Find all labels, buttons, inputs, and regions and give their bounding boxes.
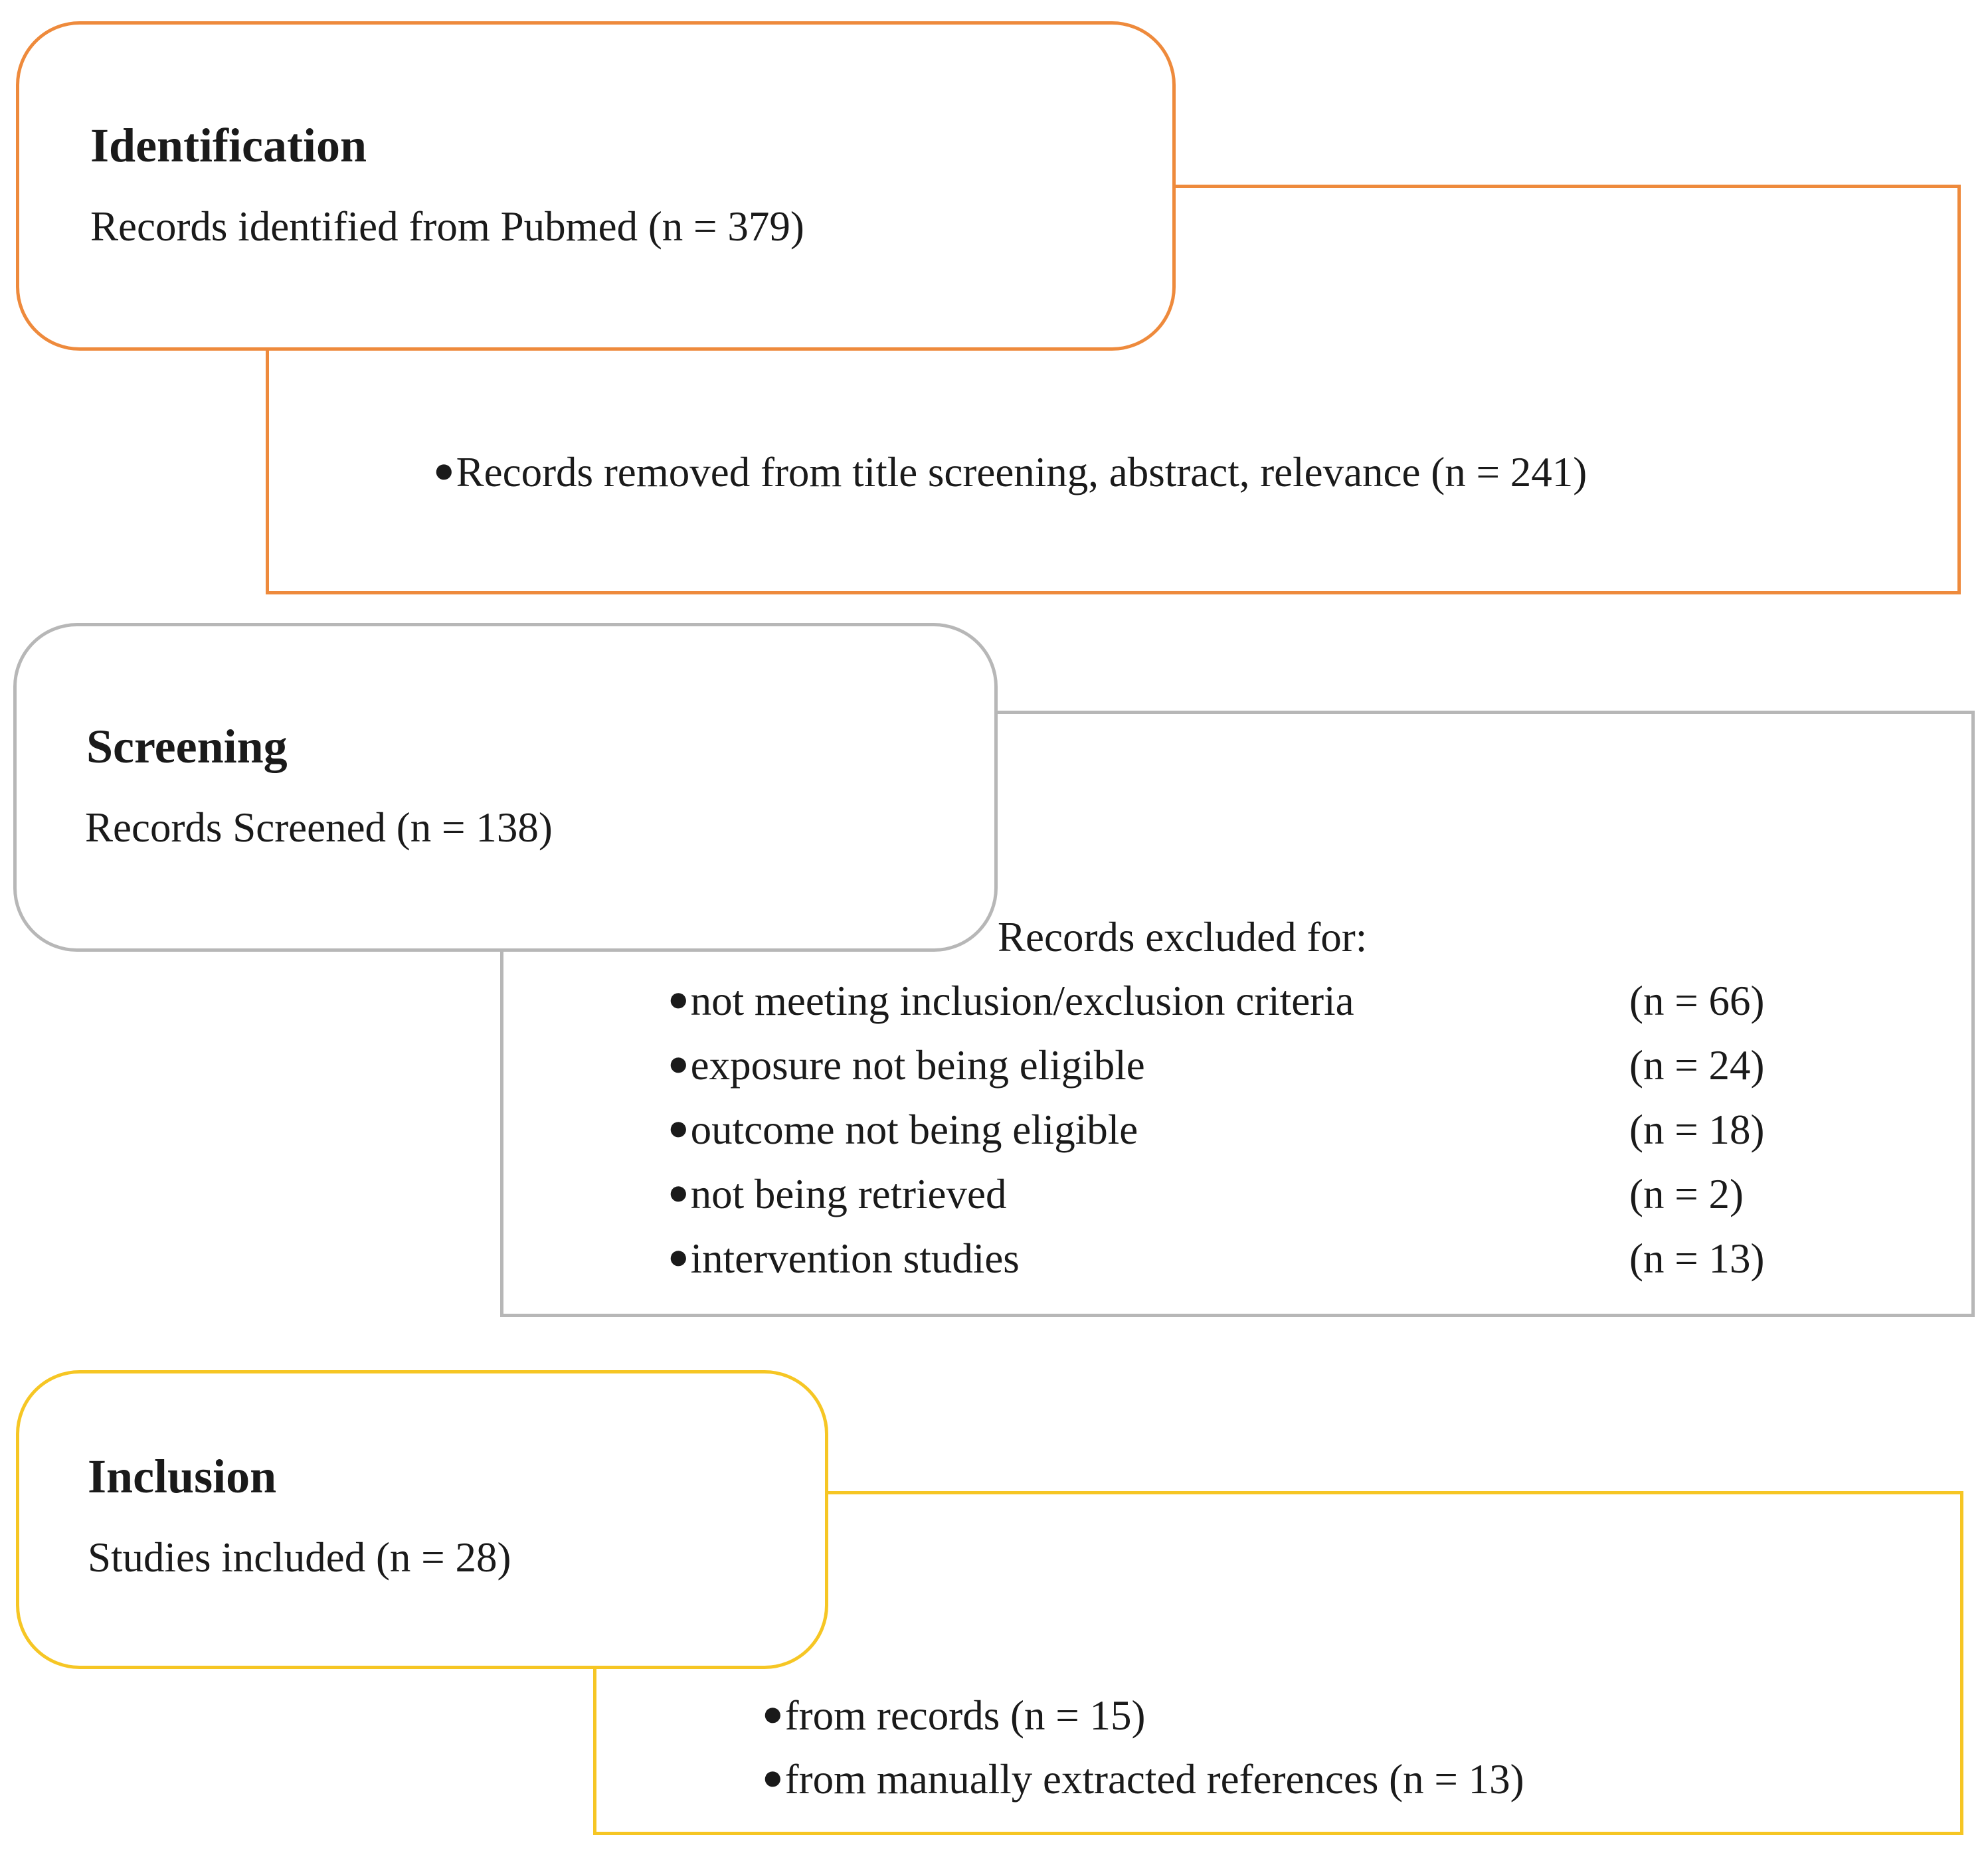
bullet-icon: ● xyxy=(668,1108,689,1148)
exclusion-count: (n = 2) xyxy=(1629,1171,1744,1217)
bullet-icon: ● xyxy=(433,450,455,490)
exclusion-count: (n = 24) xyxy=(1629,1042,1765,1089)
exclusion-reason: not being retrieved xyxy=(690,1171,1007,1217)
bullet-icon: ● xyxy=(668,1043,689,1083)
inclusion-stage-box xyxy=(16,1370,828,1669)
exclusion-item: ●outcome not being eligible xyxy=(668,1109,1138,1151)
screening-title: Screening xyxy=(86,720,288,773)
screening-excluded-heading: Records excluded for: xyxy=(998,914,1368,960)
bullet-icon: ● xyxy=(668,1172,689,1212)
identification-removed-item: ●Records removed from title screening, a… xyxy=(433,452,1587,493)
exclusion-item: ●exposure not being eligible xyxy=(668,1045,1145,1087)
bullet-icon: ● xyxy=(668,979,689,1019)
exclusion-count: (n = 18) xyxy=(1629,1106,1765,1153)
exclusion-count: (n = 66) xyxy=(1629,978,1765,1024)
exclusion-reason: not meeting inclusion/exclusion criteria xyxy=(690,978,1354,1024)
identification-stage-box xyxy=(16,21,1176,351)
inclusion-source-text: from records (n = 15) xyxy=(784,1692,1146,1739)
screening-stage-box xyxy=(13,623,998,952)
exclusion-reason: exposure not being eligible xyxy=(690,1042,1145,1089)
inclusion-source-item: ●from records (n = 15) xyxy=(762,1695,1145,1737)
inclusion-source-item: ●from manually extracted references (n =… xyxy=(762,1759,1524,1801)
exclusion-item: ●not meeting inclusion/exclusion criteri… xyxy=(668,980,1354,1022)
exclusion-item: ●not being retrieved xyxy=(668,1174,1006,1215)
bullet-icon: ● xyxy=(762,1694,784,1733)
identification-title: Identification xyxy=(90,119,367,172)
exclusion-count: (n = 13) xyxy=(1629,1235,1765,1282)
bullet-icon: ● xyxy=(668,1237,689,1277)
bullet-icon: ● xyxy=(762,1757,784,1797)
inclusion-studies-text: Studies included (n = 28) xyxy=(88,1534,511,1581)
inclusion-title: Inclusion xyxy=(88,1450,277,1503)
screening-records-text: Records Screened (n = 138) xyxy=(85,804,553,851)
identification-records-text: Records identified from Pubmed (n = 379) xyxy=(90,203,804,250)
inclusion-source-text: from manually extracted references (n = … xyxy=(784,1756,1524,1803)
exclusion-reason: intervention studies xyxy=(690,1235,1020,1282)
exclusion-item: ●intervention studies xyxy=(668,1238,1020,1280)
identification-removed-text: Records removed from title screening, ab… xyxy=(456,449,1587,495)
exclusion-reason: outcome not being eligible xyxy=(690,1106,1138,1153)
